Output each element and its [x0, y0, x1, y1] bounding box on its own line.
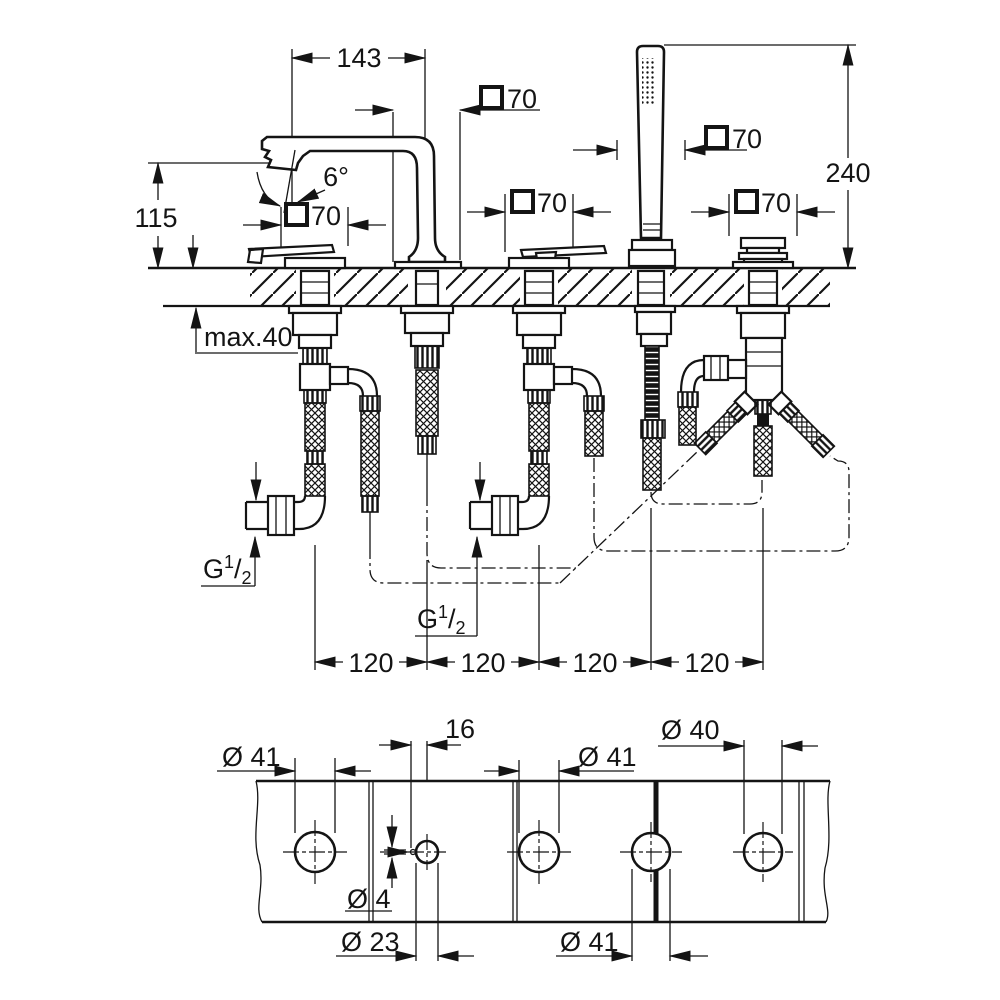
dim-dia41-left: Ø 41 [217, 742, 371, 833]
dim-sq70-spout: 70 [355, 84, 540, 116]
dim-max40: max.40 [163, 305, 298, 354]
square-symbol-spout [479, 85, 504, 110]
square-symbol-handle-left [284, 202, 309, 227]
dim-16-label: 16 [445, 714, 475, 744]
deck-section [148, 266, 856, 308]
installation-section-view: 143 70 70 [134, 43, 870, 678]
dim-sq70-handshower-label: 70 [732, 124, 762, 154]
dim-120-chain: 120 120 120 120 [313, 508, 765, 678]
dim-sq70-handle-right: 70 [691, 188, 835, 236]
tee-right-below [677, 304, 836, 477]
g-elbow-left-outer [246, 495, 327, 531]
g-elbow-mid-outer [470, 495, 551, 531]
dim-dia23-label: Ø 23 [341, 927, 400, 957]
spout-base-plate [393, 260, 463, 270]
dim-sq70-spout-label: 70 [507, 84, 537, 114]
dim-120-4-label: 120 [684, 648, 729, 678]
hole-crosshairs [283, 820, 793, 884]
square-symbol-handle-right [734, 189, 759, 214]
g-elbow-mid-inner [470, 495, 531, 504]
square-symbol-handle-mid [510, 189, 535, 214]
dim-16: 16 [379, 714, 475, 848]
dim-sq70-handshower: 70 [573, 124, 762, 160]
dim-240: 240 [664, 43, 871, 270]
handshower-spray-face [642, 58, 656, 106]
template-left-break [255, 780, 263, 923]
dim-g12-mid-label: G1/2 [417, 602, 466, 638]
template-right-break [823, 780, 831, 923]
dim-240-label: 240 [825, 158, 870, 188]
handshower-holder-top [630, 238, 674, 252]
g-elbow-left-inner [246, 495, 307, 504]
dim-dia4-label: Ø 4 [347, 884, 391, 914]
dim-angle: 6° [256, 162, 349, 207]
dim-g12-left-label: G1/2 [203, 552, 252, 588]
handshower [627, 44, 677, 268]
dim-120-3-label: 120 [572, 648, 617, 678]
lever-handle-mid [507, 244, 608, 270]
spout [260, 135, 463, 270]
dimensions-template: Ø 41 16 Ø 41 [217, 714, 818, 962]
dim-dia41-left-label: Ø 41 [222, 742, 281, 772]
handshower-below [633, 304, 677, 491]
dim-dia40: Ø 40 [658, 715, 818, 834]
dim-angle-label: 6° [323, 162, 349, 192]
dim-dia41-bottom-label: Ø 41 [560, 927, 619, 957]
knob-handle-right [731, 236, 795, 270]
dim-120-2-label: 120 [460, 648, 505, 678]
dim-max40-label: max.40 [204, 322, 293, 352]
valve-left-below [244, 304, 381, 545]
handshower-holder-base [627, 248, 677, 268]
dim-143: 143 [290, 43, 427, 73]
deck-shanks [299, 269, 779, 307]
dim-dia41-mid: Ø 41 [484, 742, 637, 833]
hose-routing-lines [369, 451, 850, 584]
dim-sq70-handle-right-label: 70 [761, 188, 791, 218]
dim-dia40-label: Ø 40 [661, 715, 720, 745]
lever-handle-left [246, 243, 347, 270]
template-holes [283, 820, 793, 884]
dim-120-1-label: 120 [348, 648, 393, 678]
dimensions-top-view: 143 70 70 [134, 43, 870, 678]
dim-115: 115 [134, 161, 199, 270]
dim-115-label: 115 [134, 203, 177, 233]
dim-sq70-handle-left: 70 [243, 201, 386, 248]
dim-dia41-mid-label: Ø 41 [578, 742, 637, 772]
spout-below [399, 304, 455, 492]
square-symbol-handshower [704, 125, 729, 150]
valve-mid-below [468, 304, 605, 537]
dim-dia4: Ø 4 [345, 815, 398, 914]
dim-g12-mid: G1/2 [415, 462, 486, 638]
angled-hose-right [767, 390, 836, 459]
g-elbow-mid-nut [490, 494, 520, 537]
dim-sq70-handle-left-label: 70 [311, 201, 341, 231]
dim-dia23: Ø 23 [336, 863, 474, 962]
dim-sq70-handle-mid-label: 70 [537, 188, 567, 218]
tee-left-nut [702, 354, 730, 382]
drilling-template-view: Ø 41 16 Ø 41 [217, 714, 831, 962]
dim-dia41-bottom: Ø 41 [556, 869, 708, 962]
dim-sq70-handle-mid: 70 [467, 188, 611, 252]
pilot-hole [380, 846, 417, 858]
angled-hose-left [693, 390, 759, 456]
dim-143-label: 143 [336, 43, 381, 73]
g-elbow-left-nut [266, 494, 296, 537]
template-strip [255, 779, 831, 924]
dim-g12-left: G1/2 [201, 462, 262, 588]
